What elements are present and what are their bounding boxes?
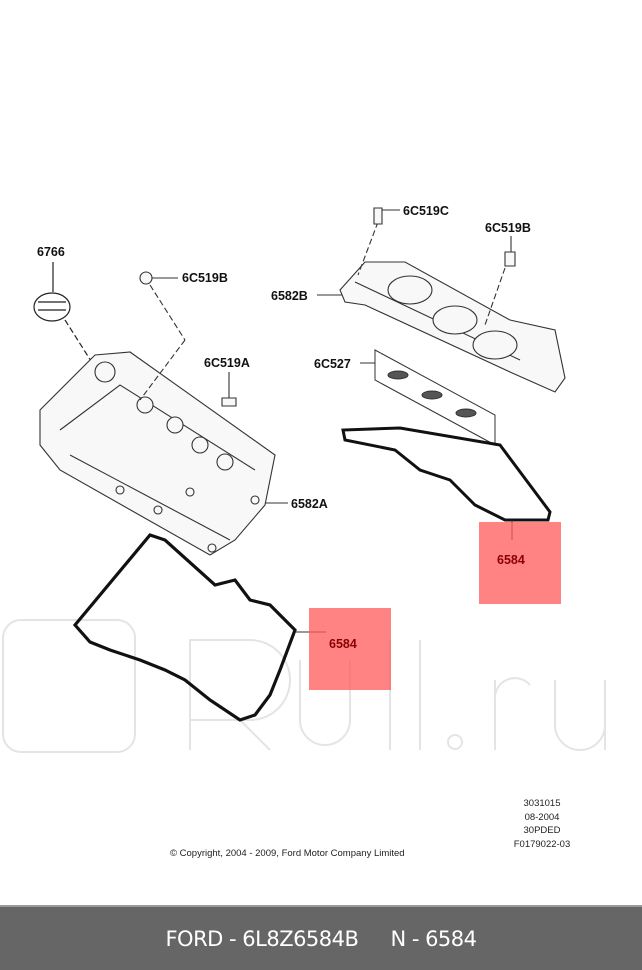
valve-cover-6582A: [39, 271, 288, 556]
label-6C519B-right: 6C519B: [485, 221, 531, 235]
catalog-number: N - 6584: [390, 926, 477, 951]
valve-cover-6582B: [317, 207, 566, 393]
label-6C519C: 6C519C: [403, 204, 449, 218]
drawing-code: 30PDED: [523, 825, 561, 836]
drawing-number: 3031015: [523, 798, 561, 809]
label-6584-left[interactable]: 6584: [329, 637, 357, 651]
label-6C519A: 6C519A: [204, 356, 250, 370]
seal-card-6C527: [360, 349, 496, 446]
label-6582A: 6582A: [291, 497, 328, 511]
watermark-logo: [2, 619, 606, 753]
copyright-text: © Copyright, 2004 - 2009, Ford Motor Com…: [170, 848, 405, 859]
highlight-box-6584-left[interactable]: [309, 608, 391, 690]
label-6C527: 6C527: [314, 357, 351, 371]
gasket-left-6584: [72, 533, 297, 722]
drawing-info: 3031015 08-2004 30PDED F0179022-03: [507, 797, 577, 851]
label-6C519B-left: 6C519B: [182, 271, 228, 285]
drawing-date: 08-2004: [524, 811, 560, 823]
highlight-box-6584-right[interactable]: [479, 522, 561, 604]
drawing-ref: F0179022-03: [513, 838, 571, 850]
diagram-artwork: [2, 207, 606, 753]
oil-cap-6766: [33, 262, 99, 373]
label-6584-right[interactable]: 6584: [497, 553, 525, 567]
brand-part-number: FORD - 6L8Z6584B: [165, 926, 359, 951]
part-info-bar: FORD - 6L8Z6584B N - 6584: [0, 905, 642, 970]
label-6582B: 6582B: [271, 289, 308, 303]
parts-diagram: 6766 6C519B 6C519A 6582A 6C519C 6C519B 6…: [2, 204, 606, 859]
gasket-right-6584: [341, 426, 552, 522]
label-6766: 6766: [37, 245, 65, 259]
